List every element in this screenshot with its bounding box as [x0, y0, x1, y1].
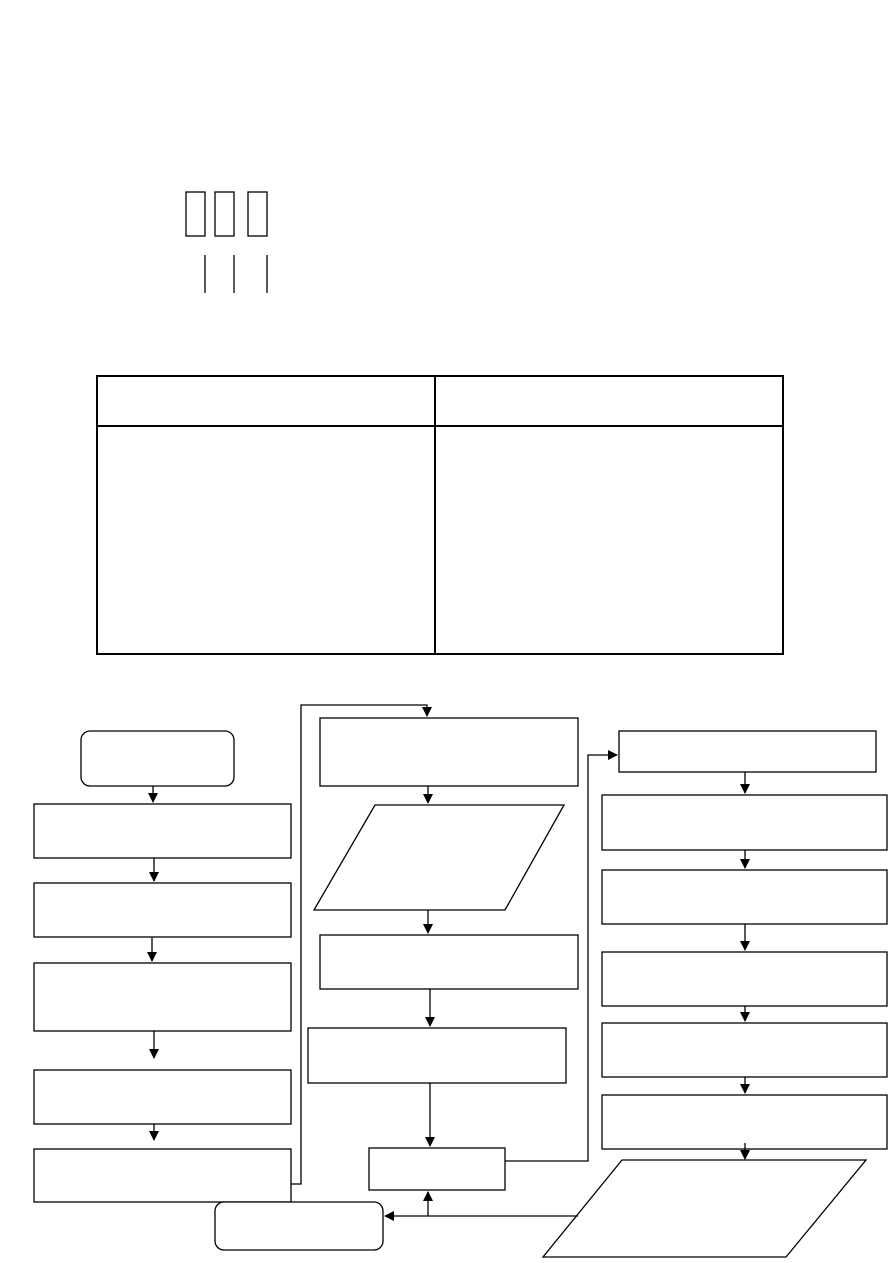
middle-process-top — [319, 717, 579, 787]
start-terminal — [80, 730, 235, 787]
table-frame — [96, 375, 784, 655]
header-mark-box-2 — [214, 191, 235, 237]
right-step-2 — [601, 794, 888, 851]
right-column — [384, 730, 888, 1258]
right-step-4 — [601, 951, 888, 1007]
right-step-3 — [601, 869, 888, 925]
left-step-3 — [33, 962, 292, 1032]
left-step-5 — [33, 1148, 292, 1203]
right-step-5 — [601, 1022, 888, 1078]
middle-column — [307, 717, 618, 1216]
middle-process-low — [307, 1027, 567, 1084]
middle-join-box — [368, 1147, 506, 1191]
left-step-2 — [33, 882, 292, 938]
middle-process-mid — [319, 934, 579, 990]
middle-io-parallelogram — [312, 804, 566, 911]
right-step-6 — [601, 1094, 888, 1150]
left-column — [33, 704, 432, 1251]
header-mark-box-3 — [247, 191, 268, 237]
left-step-1 — [33, 803, 292, 859]
connector-left-5-to-middle-top — [291, 704, 432, 1185]
end-terminal — [214, 1201, 384, 1251]
right-step-1 — [618, 730, 877, 773]
header-marks — [185, 191, 268, 293]
connector-join-to-right-top — [505, 750, 618, 1162]
info-table — [96, 375, 784, 655]
right-io-parallelogram — [541, 1159, 868, 1258]
left-step-4 — [33, 1069, 292, 1125]
header-mark-box-1 — [185, 191, 206, 237]
